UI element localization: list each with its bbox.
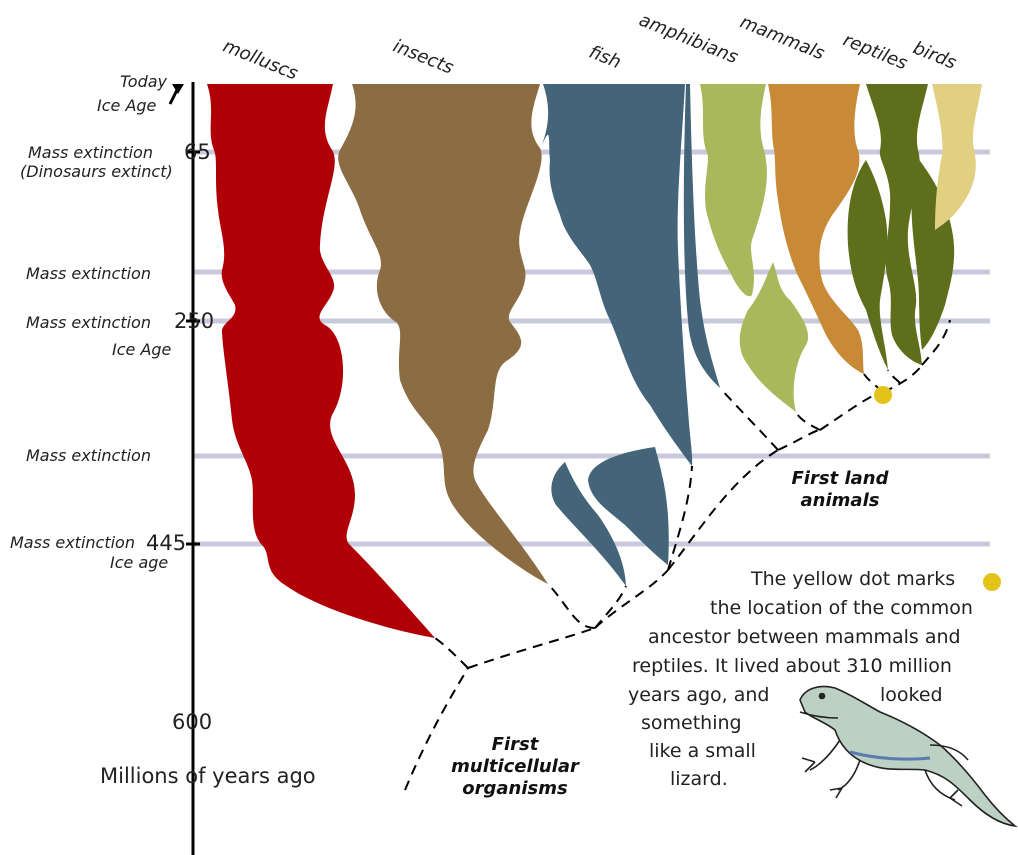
insects-branch [338,84,548,584]
callout-first-land-line1: First land [780,468,900,490]
label-today: Today [120,72,167,91]
event-mass-extinction-65: Mass extinction [28,143,153,162]
callout-first-land-animals: First land animals [780,468,900,512]
note-line-8: lizard. [670,768,728,790]
note-line-6: something [641,712,742,734]
common-ancestor-dot [874,386,892,404]
callout-first-land-line2: animals [780,490,900,512]
connector-mammals [796,412,820,430]
connector-molluscs [435,638,468,668]
label-ice-age-top: Ice Age [97,96,156,115]
event-mass-extinction-4: Mass extinction [26,446,151,465]
fish-branch [540,84,692,466]
connector-main-right [468,628,595,668]
tick-label-250: 250 [174,309,214,333]
event-mass-extinction-2: Mass extinction [26,264,151,283]
today-arrowhead [172,84,184,94]
mammals-early-branch [700,84,767,296]
lizard-eye [820,694,825,699]
event-mass-extinction-250: Mass extinction [26,313,151,332]
event-ice-age-250: Ice Age [112,340,171,359]
connector-amniotes [778,430,820,450]
note-line-5b: looked [880,684,943,706]
tick-label-65: 65 [184,140,211,164]
connector-amphibians [720,388,778,450]
note-line-1: The yellow dot marks [751,568,955,590]
lizard-body [800,687,1015,827]
callout-first-multicellular-line1: First [445,734,585,756]
note-line-2: the location of the common [710,597,973,619]
connector-reptiles2 [888,370,900,383]
lizard-leg-front [802,740,840,772]
connector-insects [548,584,595,628]
note-line-4: reptiles. It lived about 310 million [632,655,952,677]
connector-land [668,450,778,570]
event-mass-extinction-445: Mass extinction [10,533,135,552]
tick-label-445: 445 [146,531,186,555]
event-dinosaurs-extinct: (Dinosaurs extinct) [20,162,173,181]
tick-label-600: 600 [172,710,212,734]
callout-first-multicellular-line2: multicellular [445,756,585,778]
birds-branch [932,84,982,230]
lizard-illustration [800,687,1015,827]
connector-fish-trunk [595,570,668,628]
connector-fish1 [595,586,626,628]
note-line-3: ancestor between mammals and [648,626,961,648]
callout-first-multicellular: First multicellular organisms [445,734,585,800]
note-line-7: like a small [649,740,756,762]
event-ice-age-445: Ice age [110,553,168,572]
lizard-leg-front-2 [830,760,860,798]
axis-units-label: Millions of years ago [100,764,316,788]
connector-reptiles [883,365,922,392]
note-line-5a: years ago, and [628,684,769,706]
connector-synapsid-sauropsid [820,392,883,430]
legend-dot [983,573,1001,591]
callout-first-multicellular-line3: organisms [445,778,585,800]
